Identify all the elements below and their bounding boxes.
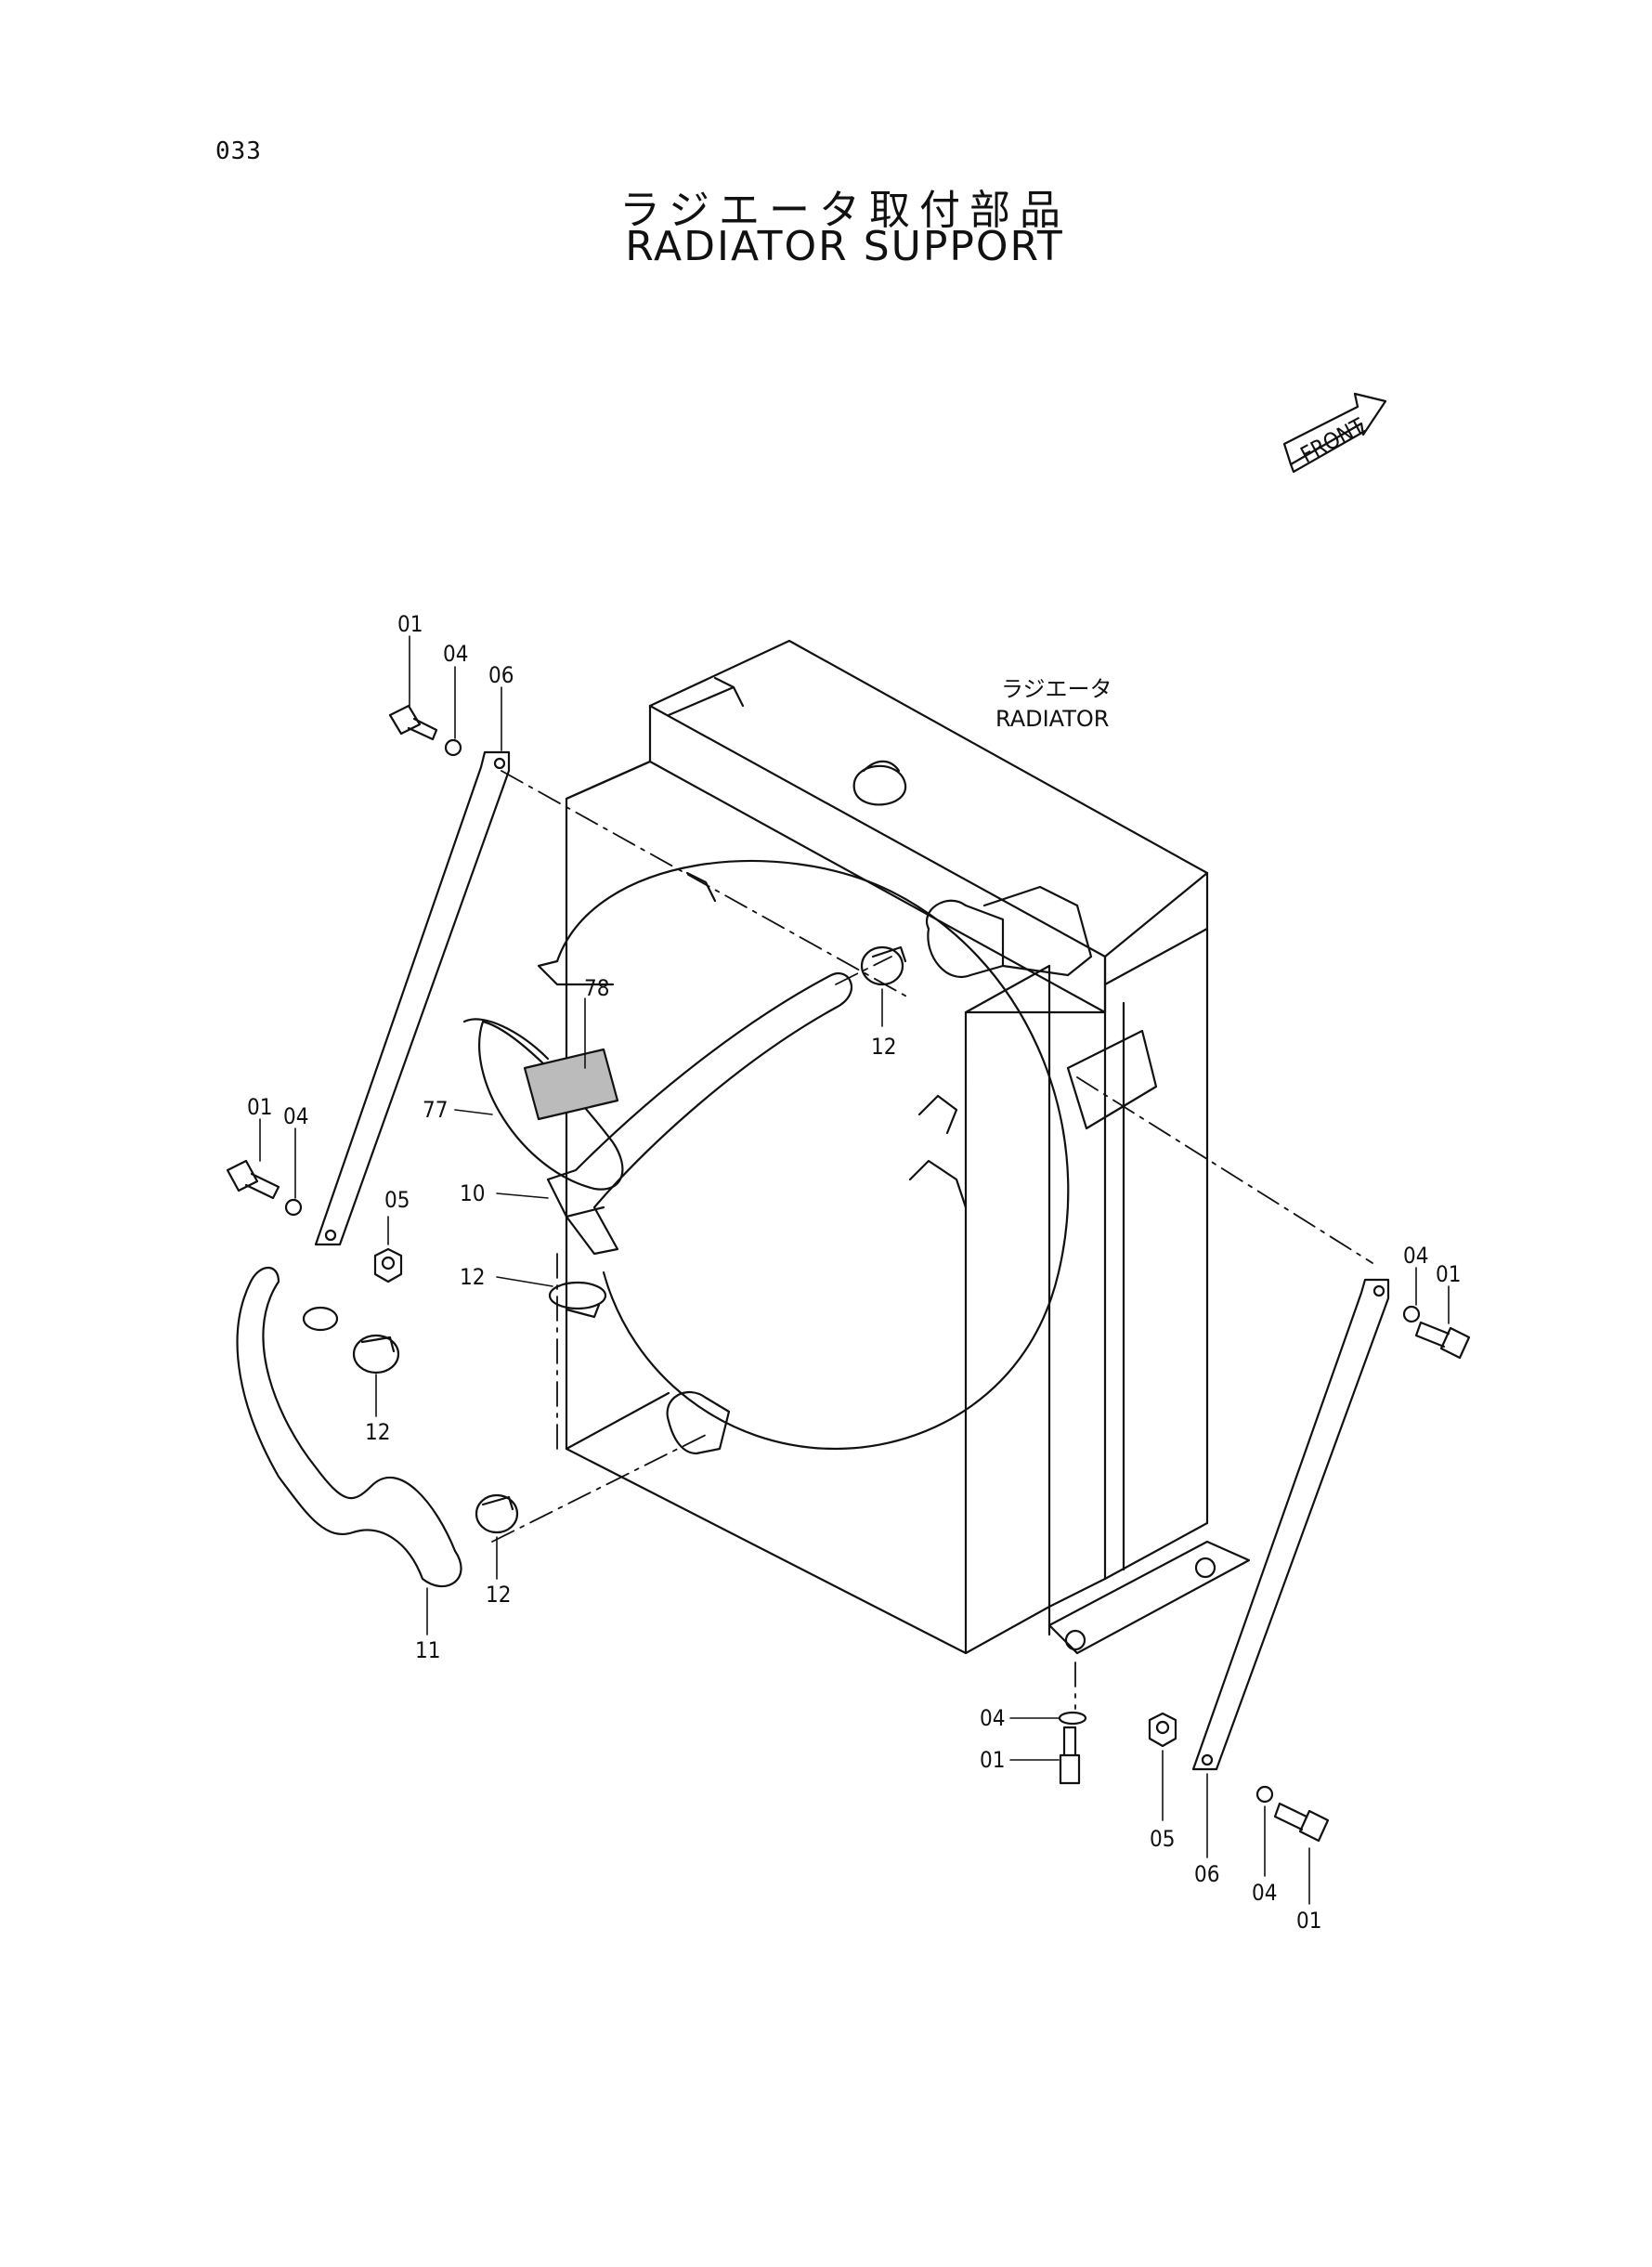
callout-label: 12 <box>871 1034 896 1060</box>
lower-hose <box>236 1266 462 1588</box>
washer-icon <box>284 1198 303 1217</box>
callout-label: 06 <box>488 662 514 688</box>
hose-clamp-icon <box>352 1334 400 1375</box>
callout-label: 77 <box>423 1097 448 1123</box>
bolt-icon <box>1059 1726 1081 1785</box>
callout-label: 12 <box>365 1419 390 1445</box>
callout-label: 05 <box>384 1187 410 1213</box>
callout-label: 01 <box>1436 1261 1461 1287</box>
upper-hose <box>546 972 853 1256</box>
hose-clamp-icon <box>475 1493 519 1534</box>
front-arrow-icon <box>1282 392 1387 474</box>
bolt-icon <box>1273 1802 1330 1843</box>
callout-label: 01 <box>1296 1908 1321 1934</box>
washer-icon <box>1402 1305 1421 1323</box>
callout-label: 06 <box>1194 1861 1219 1887</box>
callout-label: 04 <box>1403 1243 1428 1269</box>
callout-label: 04 <box>980 1705 1005 1731</box>
callout-label: 04 <box>283 1103 308 1129</box>
callout-label: 05 <box>1150 1826 1175 1852</box>
page-number: 033 <box>215 137 262 165</box>
radiator-stay-bar-left <box>314 750 511 1246</box>
callout-label: 01 <box>980 1747 1005 1773</box>
callout-label: 12 <box>486 1582 511 1608</box>
nut-icon <box>1148 1712 1177 1748</box>
bolt-icon <box>1414 1321 1471 1360</box>
page-title-japanese: ラジエータ取付部品 <box>618 187 1071 234</box>
callout-label: 78 <box>584 975 609 1001</box>
washer-icon <box>1058 1711 1087 1726</box>
callout-label: 04 <box>443 641 468 667</box>
hose-clamp-icon <box>548 1281 607 1319</box>
washer-icon <box>444 738 462 757</box>
callout-label: 04 <box>1252 1880 1277 1906</box>
callout-label: 10 <box>460 1180 485 1206</box>
bolt-icon <box>226 1159 280 1200</box>
callout-label: 12 <box>460 1264 485 1290</box>
callout-label: 01 <box>247 1094 272 1120</box>
front-label: FRONT <box>1296 412 1370 468</box>
hose-clamp-icon <box>860 945 907 986</box>
washer-icon <box>1255 1785 1274 1804</box>
radiator-label-jp: ラジエータ <box>1001 676 1112 702</box>
assembly-guide-lines <box>491 770 1373 1710</box>
radiator-body <box>537 639 1251 1655</box>
page-title: RADIATOR SUPPORT <box>625 223 1064 270</box>
nut-icon <box>373 1247 403 1283</box>
callout-label: 01 <box>397 611 423 637</box>
callout-label: 11 <box>415 1637 440 1663</box>
callout-leaders <box>259 635 1450 1905</box>
bolt-icon <box>388 704 438 741</box>
radiator-label: RADIATOR <box>995 706 1109 732</box>
radiator-stay-bar-right <box>1191 1278 1390 1771</box>
reservoir-tank <box>462 1018 624 1191</box>
